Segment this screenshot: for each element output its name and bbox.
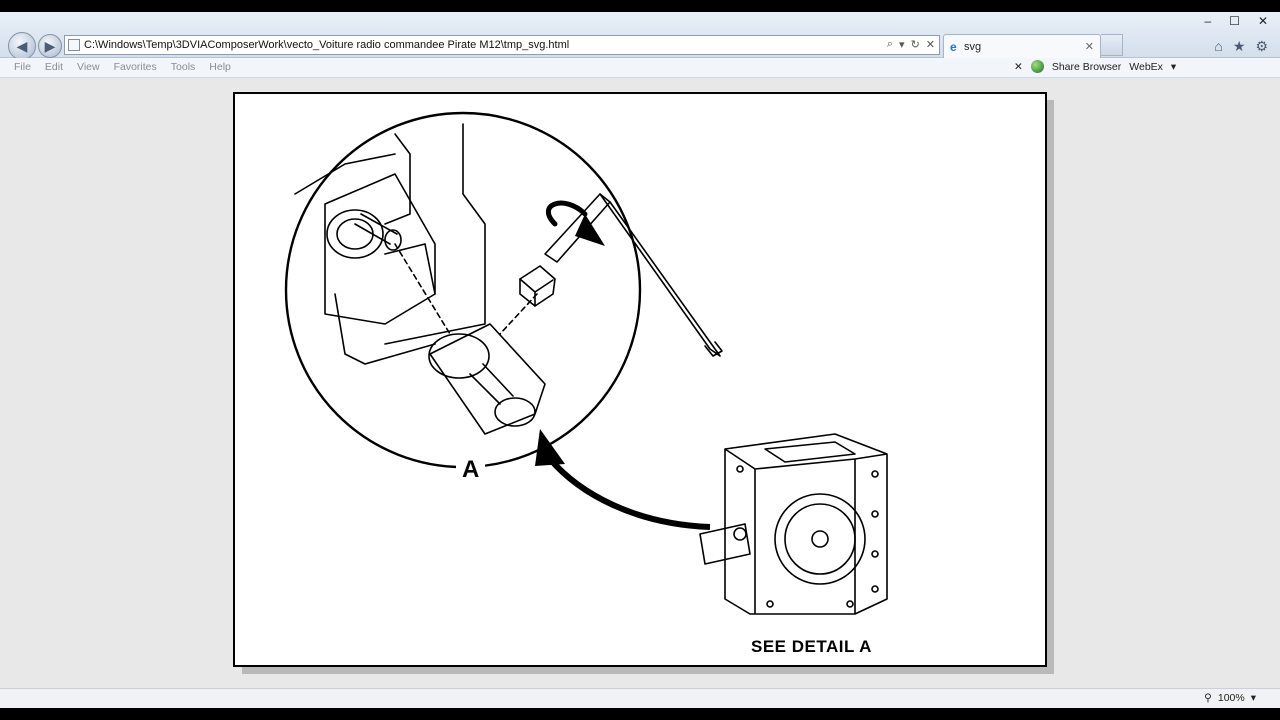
zoom-dropdown-icon[interactable]: ▾ — [1250, 692, 1256, 704]
star-icon[interactable]: ★ — [1232, 38, 1246, 54]
housing-edge — [384, 123, 486, 345]
zoom-control[interactable]: ⚲ 100% ▾ — [1204, 692, 1256, 704]
shaft-end — [384, 229, 402, 251]
status-bar: ⚲ 100% ▾ — [0, 688, 1280, 708]
cup-opening — [428, 333, 490, 379]
detail-label-a: A — [456, 456, 486, 484]
dash-line — [499, 293, 538, 335]
zoom-level: 100% — [1217, 692, 1245, 704]
technical-drawing: A SEE DETAIL A — [233, 92, 1047, 667]
forward-arrow-icon: ▶ — [44, 37, 56, 54]
address-text: C:\Windows\Temp\3DVIAComposerWork\vecto_… — [84, 39, 570, 51]
stop-icon[interactable]: ✕ — [925, 39, 935, 51]
maximize-button[interactable]: ☐ — [1229, 14, 1240, 28]
zoom-icon: ⚲ — [1204, 692, 1212, 704]
leader-arrowhead — [535, 429, 565, 466]
housing-base — [334, 293, 436, 365]
menu-file[interactable]: File — [14, 61, 31, 73]
menu-view[interactable]: View — [77, 61, 100, 73]
page-content: A SEE DETAIL A — [0, 79, 1280, 688]
new-tab-button[interactable] — [1101, 34, 1123, 56]
bearing-outer — [326, 209, 384, 259]
housing-block — [324, 173, 436, 325]
forward-button[interactable]: ▶ — [38, 34, 62, 58]
ie-icon: e — [950, 40, 957, 54]
tab-close-icon[interactable]: ✕ — [1084, 41, 1094, 53]
refresh-icon[interactable]: ↻ — [910, 39, 920, 51]
rotation-arrowhead — [575, 214, 605, 246]
menu-items: File Edit View Favorites Tools Help — [14, 61, 231, 73]
set-screw — [519, 265, 556, 307]
cup-end — [494, 397, 536, 427]
share-toolbar: ✕ Share Browser WebEx ▾ — [1014, 60, 1176, 73]
menu-tools[interactable]: Tools — [170, 61, 196, 73]
menu-help[interactable]: Help — [209, 61, 231, 73]
hex-key-long — [599, 193, 721, 357]
drawing-svg — [284, 111, 888, 615]
minimize-button[interactable]: – — [1204, 14, 1212, 28]
housing-edge — [384, 133, 411, 225]
gear-icon[interactable]: ⚙ — [1255, 38, 1268, 54]
hex-key-end — [704, 341, 723, 357]
cup-body — [429, 323, 546, 435]
gearbox — [699, 433, 888, 615]
webex-menu[interactable]: WebEx — [1129, 60, 1163, 73]
toolbar-close-icon[interactable]: ✕ — [1014, 60, 1023, 73]
address-tools: ⌕ ▾ ↻ ✕ — [887, 38, 935, 51]
menu-favorites[interactable]: Favorites — [113, 61, 157, 73]
back-button[interactable]: ◀ — [8, 32, 36, 60]
dash-line — [394, 243, 451, 335]
title-address-bar: ◀ ▶ C:\Windows\Temp\3DVIAComposerWork\ve… — [0, 12, 1280, 60]
housing-top — [294, 153, 396, 195]
back-arrow-icon: ◀ — [16, 37, 28, 54]
window-controls: – ☐ ✕ — [1204, 14, 1268, 28]
webex-dropdown-icon[interactable]: ▾ — [1170, 60, 1177, 73]
dropdown-icon[interactable]: ▾ — [899, 39, 905, 51]
tab-label: svg — [964, 41, 982, 53]
browser-window: ◀ ▶ C:\Windows\Temp\3DVIAComposerWork\ve… — [0, 12, 1280, 708]
address-bar[interactable]: C:\Windows\Temp\3DVIAComposerWork\vecto_… — [64, 35, 940, 55]
set-screw-edge — [519, 278, 554, 307]
menu-edit[interactable]: Edit — [44, 61, 64, 73]
page-icon — [68, 39, 80, 51]
menu-bar: File Edit View Favorites Tools Help ✕ Sh… — [0, 58, 1280, 78]
housing-slot — [384, 243, 436, 295]
see-detail-caption: SEE DETAIL A — [751, 637, 872, 656]
tab-svg[interactable]: e svg ✕ — [943, 34, 1101, 58]
close-window-button[interactable]: ✕ — [1257, 14, 1268, 28]
rotation-arrow — [546, 200, 588, 227]
leader-arrow — [547, 457, 711, 530]
globe-icon — [1030, 60, 1044, 73]
command-icons: ⌂ ★ ⚙ — [1214, 38, 1268, 55]
share-browser-button[interactable]: Share Browser — [1051, 60, 1122, 73]
search-icon[interactable]: ⌕ — [886, 38, 894, 50]
home-icon[interactable]: ⌂ — [1214, 38, 1223, 54]
cup-slot — [469, 363, 514, 405]
